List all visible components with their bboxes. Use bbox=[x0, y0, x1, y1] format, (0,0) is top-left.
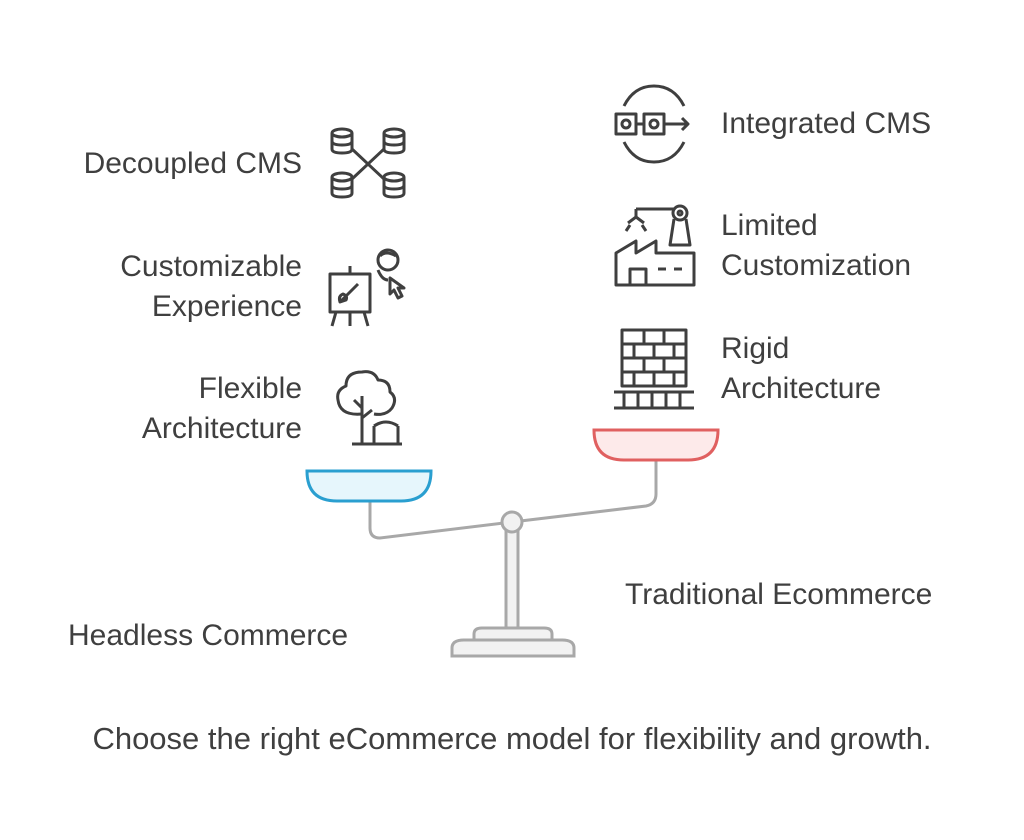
easel-designer-icon bbox=[328, 248, 406, 327]
label-rigid-architecture: Rigid Architecture bbox=[721, 332, 882, 405]
integrated-circuit-icon bbox=[614, 84, 690, 164]
database-network-icon bbox=[330, 127, 406, 199]
label-decoupled-cms: Decoupled CMS bbox=[83, 147, 302, 180]
side-title-traditional-ecommerce: Traditional Ecommerce bbox=[625, 578, 933, 611]
tree-icon bbox=[336, 370, 402, 446]
scale-base-top bbox=[472, 626, 554, 642]
side-title-headless-commerce: Headless Commerce bbox=[68, 619, 349, 652]
right-pan bbox=[592, 428, 720, 462]
scale-base bbox=[450, 638, 576, 658]
caption: Choose the right eCommerce model for fle… bbox=[92, 721, 932, 756]
scale-pivot bbox=[500, 510, 524, 534]
label-customizable-experience: Customizable Experience bbox=[120, 250, 302, 323]
brick-wall-icon bbox=[614, 328, 694, 410]
label-integrated-cms: Integrated CMS bbox=[721, 107, 932, 140]
label-flexible-architecture: Flexible Architecture bbox=[141, 372, 302, 445]
factory-robot-icon bbox=[614, 204, 696, 287]
label-limited-customization: Limited Customization bbox=[721, 209, 912, 282]
left-pan bbox=[305, 469, 433, 503]
scale-pole bbox=[504, 526, 520, 630]
